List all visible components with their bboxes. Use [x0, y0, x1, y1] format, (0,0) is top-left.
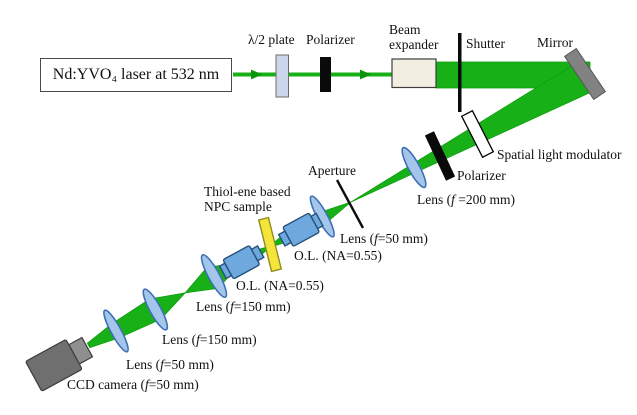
laser-source-box: Nd:YVO₄ laser at 532 nm [40, 58, 232, 92]
label-objective-right: O.L. (NA=0.55) [294, 248, 382, 263]
label-beam-expander-line2: expander [389, 37, 439, 52]
objective-right-tip [277, 230, 293, 247]
label-beam-expander: Beam expander [389, 22, 438, 52]
mirror [563, 47, 607, 101]
objective-left-tip [250, 245, 265, 262]
label-half-wave-plate: λ/2 plate [248, 32, 295, 47]
label-lens-f150-first: Lens (f=150 mm) [196, 299, 291, 314]
polarizer-top [320, 57, 331, 92]
label-lens-f200: Lens (f =200 mm) [417, 192, 516, 207]
label-spatial-light-modulator: Spatial light modulator [497, 147, 622, 162]
label-lens-f150-second: Lens (f=150 mm) [162, 332, 257, 347]
label-polarizer-top: Polarizer [306, 32, 355, 47]
label-lens-f50-first: Lens (f=50 mm) [340, 231, 428, 246]
label-beam-expander-line1: Beam [389, 22, 421, 37]
beam-arrowhead-1 [251, 69, 263, 80]
laser-beam-thin [233, 72, 393, 77]
beam-arrowhead-2 [360, 69, 372, 80]
npc-sample [257, 216, 283, 273]
ccd-camera [25, 336, 94, 392]
lens-f150-first [200, 253, 228, 299]
aperture [335, 179, 365, 229]
shutter [458, 33, 462, 112]
lens-f50-second [103, 309, 129, 353]
ccd-camera-body [25, 339, 83, 392]
label-npc-sample: Thiol-ene based NPC sample [204, 184, 291, 214]
label-mirror: Mirror [537, 35, 573, 50]
lens-f200 [401, 146, 427, 189]
label-npc-sample-line2: NPC sample [204, 199, 272, 214]
half-wave-plate [275, 54, 289, 98]
beam-expander [391, 58, 437, 89]
lens-f150-second [142, 288, 169, 331]
label-objective-left: O.L. (NA=0.55) [236, 278, 324, 293]
label-npc-sample-line1: Thiol-ene based [204, 184, 291, 199]
label-ccd-camera: CCD camera (f=50 mm) [67, 377, 199, 392]
label-polarizer-diagonal: Polarizer [457, 168, 506, 183]
label-shutter: Shutter [466, 36, 505, 51]
label-aperture: Aperture [308, 163, 356, 178]
label-lens-f50-second: Lens (f=50 mm) [126, 357, 214, 372]
polarizer-diagonal [424, 131, 456, 181]
spatial-light-modulator [460, 109, 495, 159]
objective-right [277, 212, 324, 247]
objective-left [218, 245, 265, 280]
